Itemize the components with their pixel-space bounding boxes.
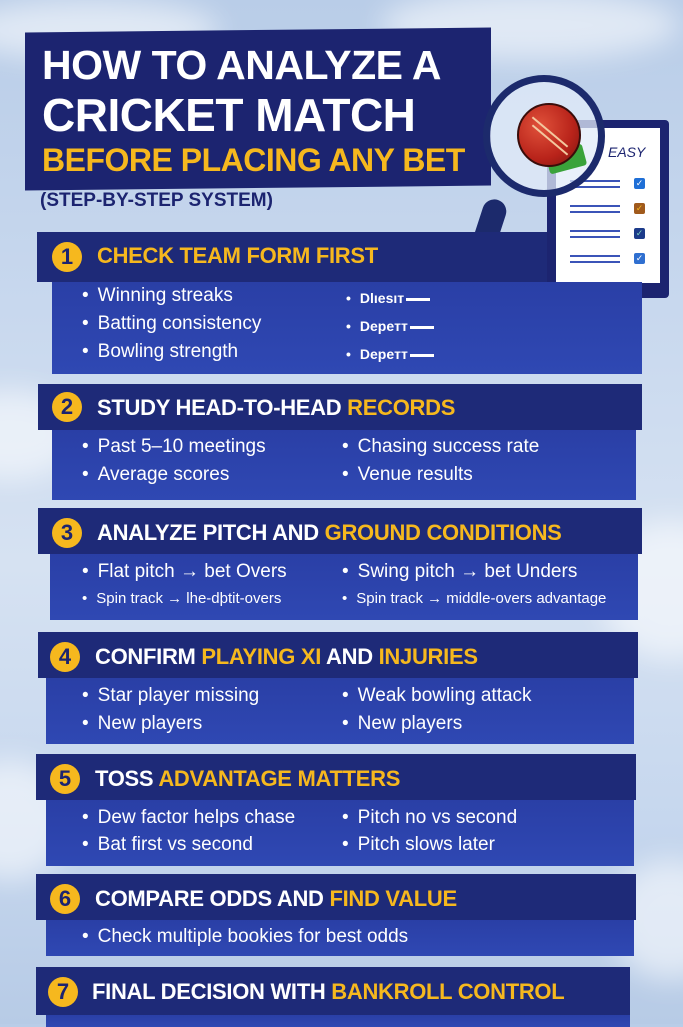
- checklist-line: [570, 205, 620, 207]
- step-header: [38, 384, 642, 430]
- checklist-line: [570, 186, 620, 188]
- bullet-item: Pitch slows later: [342, 834, 495, 856]
- step-header: [37, 232, 547, 282]
- step-title: CONFIRM PLAYING XI AND INJURIES: [95, 644, 478, 669]
- bullet-item: Weak bowling attack: [342, 685, 532, 707]
- bullet-item: Winning streaks: [82, 285, 233, 307]
- checklist-label: EASY: [608, 144, 646, 160]
- checklist-line: [570, 211, 620, 213]
- step-header: [36, 967, 630, 1015]
- cricket-ball-icon: [517, 103, 581, 167]
- title-line-3: BEFORE PLACING ANY BET: [42, 142, 465, 178]
- checklist-line: [570, 255, 620, 257]
- step-number-badge: 4: [50, 642, 80, 672]
- title-line-1: HOW TO ANALYZE A: [42, 42, 441, 88]
- checklist-line: [570, 180, 620, 182]
- bullet-item: Dew factor helps chase: [82, 807, 296, 829]
- step-number-badge: 3: [52, 518, 82, 548]
- bullet-item: Depeтт: [346, 346, 434, 362]
- bullet-item: Chasing success rate: [342, 436, 540, 458]
- bullet-item: Average scores: [82, 464, 230, 486]
- step-number-badge: 1: [52, 242, 82, 272]
- step-title: STUDY HEAD-TO-HEAD RECORDS: [97, 395, 456, 420]
- bullet-item: Star player missing: [82, 685, 260, 707]
- step-title: COMPARE ODDS AND FIND VALUE: [95, 886, 457, 911]
- step-body: [46, 1015, 630, 1027]
- bullet-item: Depeтт: [346, 318, 434, 334]
- checklist-line: [570, 236, 620, 238]
- bullet-item: Flat pitch → bet Overs: [82, 561, 287, 583]
- bullet-item: Swing pitch → bet Unders: [342, 561, 578, 583]
- step-header: [38, 508, 642, 554]
- title-line-2: CRICKET MATCH: [42, 89, 416, 141]
- bullet-item: New players: [82, 713, 203, 735]
- bullet-item: Spin track → lhe-dþtit-overs: [82, 590, 281, 607]
- subtitle: (STEP-BY-STEP SYSTEM): [40, 190, 273, 211]
- checkbox-checked-icon: ✓: [634, 228, 645, 239]
- step-number-badge: 2: [52, 392, 82, 422]
- step-title: CHECK TEAM FORM FIRST: [97, 243, 378, 268]
- bullet-item: Check multiple bookies for best odds: [82, 926, 409, 948]
- step-title: ANALYZE PITCH AND GROUND CONDITIONS: [97, 520, 562, 545]
- step-header: [36, 754, 636, 800]
- checkbox-checked-icon: ✓: [634, 253, 645, 264]
- step-title: TOSS ADVANTAGE MATTERS: [95, 766, 401, 791]
- bullet-item: Bat first vs second: [82, 834, 253, 856]
- bullet-item: Dlıesıт: [346, 290, 431, 306]
- bullet-item: Spin track → middle-overs advantage: [342, 590, 606, 607]
- checkbox-checked-icon: ✓: [634, 203, 645, 214]
- bullet-item: Past 5–10 meetings: [82, 436, 266, 458]
- checklist-line: [570, 230, 620, 232]
- step-header: [38, 632, 638, 678]
- bullet-item: Venue results: [342, 464, 473, 486]
- step-number-badge: 5: [50, 764, 80, 794]
- bullet-item: Pitch no vs second: [342, 807, 517, 829]
- bullet-item: Batting consistency: [82, 313, 262, 335]
- step-number-badge: 7: [48, 977, 78, 1007]
- step-number-badge: 6: [50, 884, 80, 914]
- step-header: [36, 874, 636, 920]
- checkbox-checked-icon: ✓: [634, 178, 645, 189]
- step-title: FINAL DECISION WITH BANKROLL CONTROL: [92, 979, 565, 1004]
- bullet-item: New players: [342, 713, 463, 735]
- checklist-line: [570, 261, 620, 263]
- bullet-item: Bowling strength: [82, 341, 238, 363]
